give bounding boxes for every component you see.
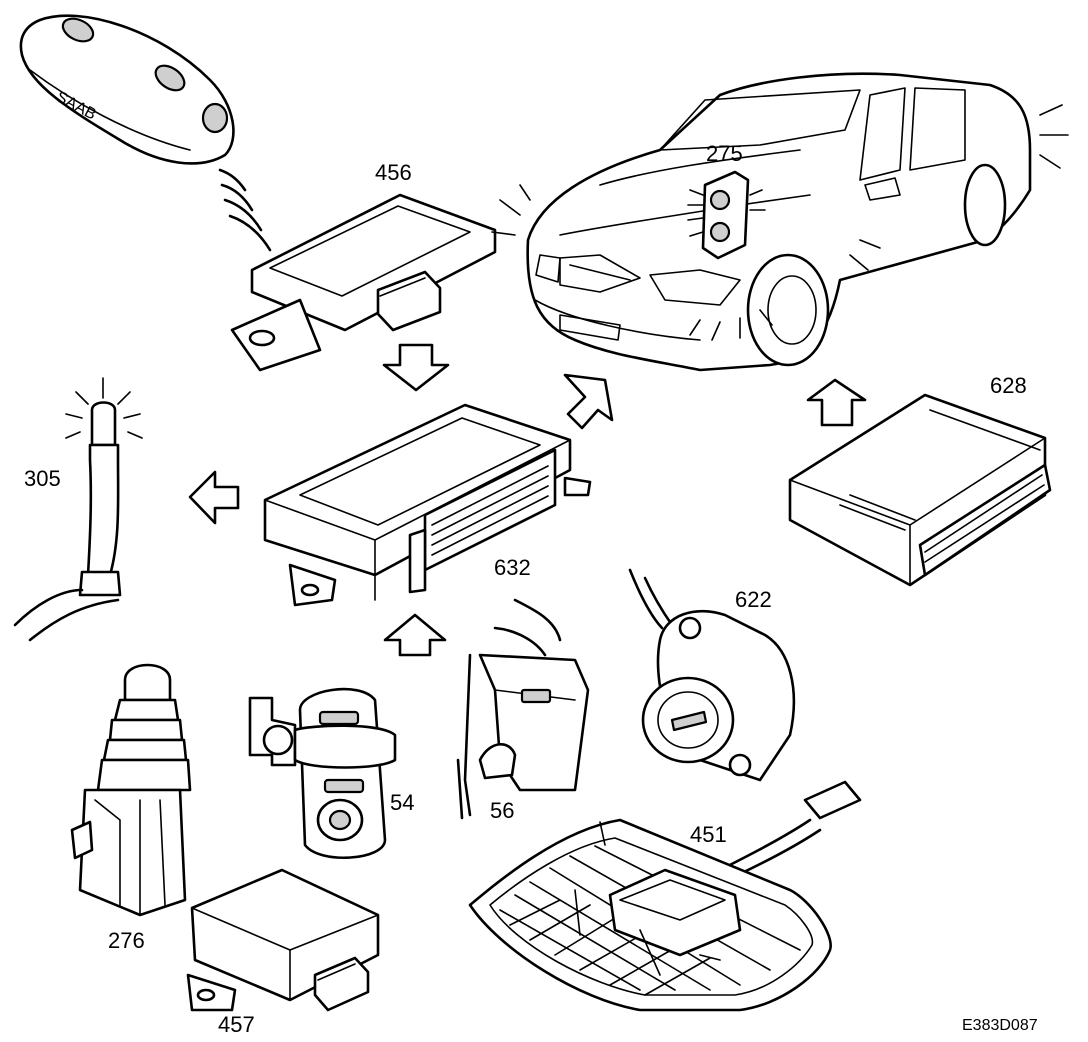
part-label-457: 457: [218, 1012, 255, 1037]
part-label-451: 451: [690, 822, 727, 847]
part-label-628: 628: [990, 373, 1027, 398]
sensor-module-icon: [186, 868, 380, 1012]
part-label-275: 275: [706, 141, 743, 166]
control-module-icon: [263, 403, 592, 607]
part-label-305: 305: [24, 466, 61, 491]
part-label-276: 276: [108, 928, 145, 953]
part-label-54: 54: [390, 790, 414, 815]
trunk-switch-icon: [70, 663, 192, 917]
ignition-lock-icon: [628, 568, 796, 782]
interior-light-icon: [468, 780, 862, 1012]
alarm-led-icon: [687, 170, 766, 260]
part-label-622: 622: [735, 587, 772, 612]
arrow-icon: [188, 343, 867, 657]
siren-module-icon: [788, 393, 1052, 587]
door-switch-icon: [248, 687, 397, 860]
radio-receiver-icon: [230, 193, 497, 372]
hood-switch-icon: [456, 598, 590, 820]
remote-key-fob-icon: SAAB: [19, 14, 272, 252]
part-label-632: 632: [494, 555, 531, 580]
part-label-456: 456: [375, 160, 412, 185]
car-icon: [491, 72, 1069, 372]
part-label-56: 56: [490, 798, 514, 823]
reference-code: E383D087: [962, 1017, 1038, 1034]
indicator-lamp-icon: [13, 377, 143, 642]
